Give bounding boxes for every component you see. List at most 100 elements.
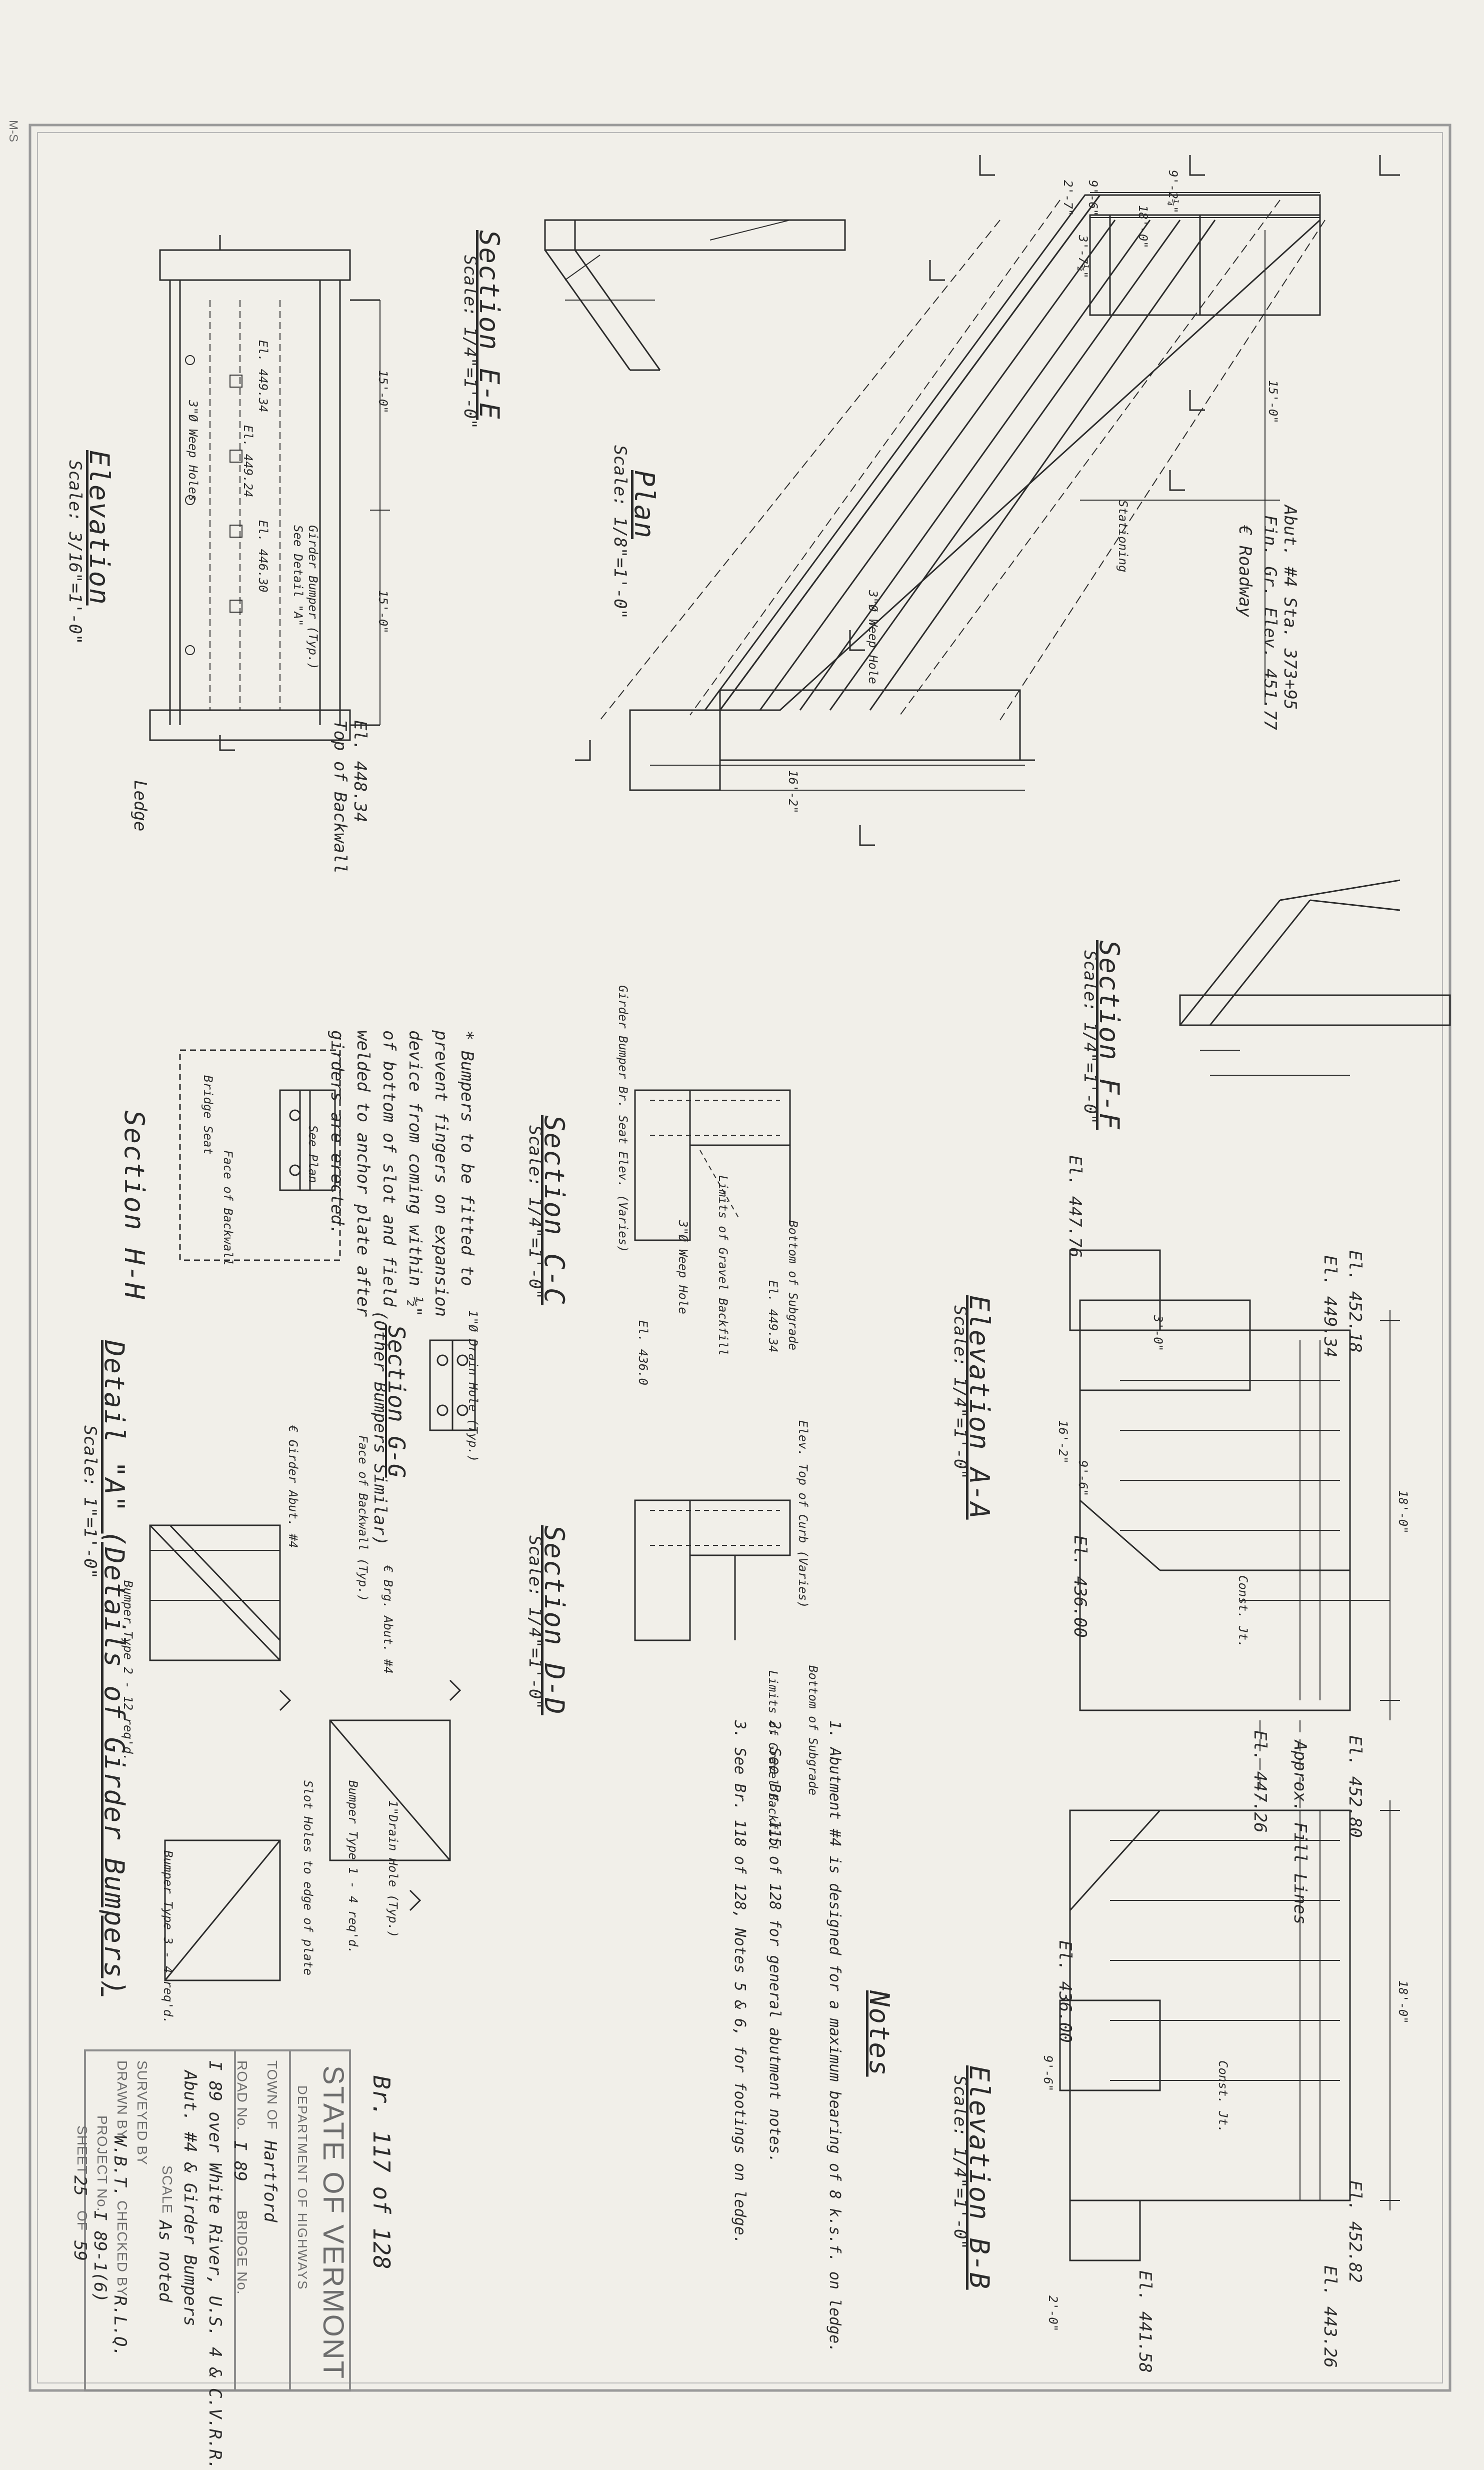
elevation-bb-drawing	[1059, 1800, 1400, 2261]
plan-fin-grade: Fin. Gr. Elev. 451.77	[1260, 515, 1280, 730]
bridge-label: BRIDGE No.	[234, 2210, 250, 2295]
cc-bottom-subgrade: Bottom of Subgrade	[786, 1220, 800, 1351]
elev-el-448-34: El. 448.34	[350, 720, 370, 823]
bb-el-447-26: El. 447.26	[1250, 1730, 1270, 1833]
plan-dim-9-6: 9'-6"	[1086, 180, 1100, 217]
elevation-bb-scale: Scale: 1/4"=1'-0"	[950, 2075, 970, 2249]
plan-dim-15-0: 15'-0"	[1266, 380, 1280, 424]
elevation-drawing	[149, 235, 390, 751]
title-block-frame	[84, 2049, 351, 2391]
project-label: PROJECT No.	[94, 2115, 110, 2212]
plan-dim-2-7: 2'-7"	[1061, 180, 1075, 217]
elev-dim-15b: 15'-0"	[376, 590, 390, 634]
scale-label: SCALE	[160, 2165, 175, 2214]
approx-fill-lines-label: Approx. Fill Lines	[1290, 1740, 1310, 1925]
bb-dim-9: 9'-6"	[1041, 2055, 1055, 2092]
drawn-label: DRAWN BY	[114, 2060, 130, 2139]
aa-el-449-34: El. 449.34	[1320, 1255, 1340, 1358]
surveyed-label: SURVEYED BY	[134, 2060, 150, 2165]
detail-bumper-type2: Bumper Type 2 - 12 req'd.	[121, 1580, 135, 1761]
section-cc-drawing	[634, 1089, 791, 1241]
note-1: 1. Abutment #4 is designed for a maximum…	[826, 1720, 844, 2353]
aa-dim-18: 18'-0"	[1396, 1490, 1410, 1534]
elev-girder-bumper: Girder Bumper (Typ.)	[306, 525, 320, 670]
bb-el-452-82: El. 452.82	[1345, 2180, 1365, 2283]
sheet-ref: Br. 117 of 128	[368, 2075, 395, 2269]
hh-see-plan: See Plan	[306, 1125, 320, 1183]
section-dd-scale: Scale: 1/4"=1'-0"	[525, 1535, 545, 1709]
cc-el-449-34: El. 449.34	[766, 1280, 780, 1353]
elev-see-detail: See Detail "A"	[291, 525, 305, 627]
bb-const-jt: Const. Jt.	[1216, 2060, 1230, 2133]
aa-const-jt: Const. Jt.	[1236, 1575, 1250, 1648]
elev-dim-15a: 15'-0"	[376, 370, 390, 414]
cc-weep: 3"Ø Weep Hole	[676, 1220, 690, 1314]
elevation-aa-drawing	[1069, 1249, 1400, 1720]
drawn-value: W.B.T.	[110, 2135, 130, 2197]
detail-drain-hole: 1"Drain Hole (Typ.)	[386, 1800, 400, 1938]
cc-el-436: El. 436.0	[636, 1320, 650, 1386]
elev-weep-holes: 3"Ø Weep Holes	[186, 400, 200, 502]
section-gg-drawing	[429, 1339, 476, 1431]
corner-mark: M-S	[6, 120, 20, 142]
project-value: I 89-1(6)	[90, 2210, 110, 2303]
elevation-title: Elevation	[84, 450, 115, 606]
aa-el-452-18: El. 452.18	[1345, 1250, 1365, 1353]
plan-dim-18-0: 18'-0"	[1136, 205, 1150, 249]
section-ee-drawing	[544, 219, 846, 371]
department-title: DEPARTMENT OF HIGHWAYS	[295, 2085, 310, 2290]
detail-bearing: € Brg. Abut. #4	[381, 1565, 395, 1674]
of-value: 59	[70, 2240, 90, 2261]
bumper-note: * Bumpers to be fitted to prevent finger…	[327, 1030, 477, 1317]
section-ee-scale: Scale: 1/4"=1'-0"	[460, 255, 480, 429]
elev-el-449-24: El. 449.24	[241, 425, 255, 498]
plan-dim-16-2: 16'-2"	[786, 770, 800, 814]
section-dd-drawing	[634, 1499, 791, 1641]
of-label: OF	[74, 2210, 90, 2231]
town-label: TOWN OF	[264, 2060, 280, 2130]
elev-ledge: Ledge	[130, 780, 150, 832]
aa-el-447-76: El. 447.76	[1065, 1155, 1085, 1258]
elev-el-446-30: El. 446.30	[256, 520, 270, 593]
note-2: 2. See Br. 115 of 128 for general abutme…	[766, 1720, 784, 2163]
cc-limits-gravel: Limits of Gravel Backfill	[716, 1175, 730, 1356]
plan-drawing	[575, 155, 1400, 846]
sheet-inner-border	[37, 132, 1443, 2383]
dd-elev-top-curb: Elev. Top of Curb (Varies)	[796, 1420, 810, 1608]
dd-bottom-subgrade: Bottom of Subgrade	[806, 1665, 820, 1796]
hh-bridge-seat: Bridge Seat	[201, 1075, 215, 1155]
detail-bumper-type3: Bumper Type 3 - 4 req'd.	[161, 1850, 175, 2024]
sheet-label: SHEET	[74, 2125, 90, 2175]
state-title: STATE OF VERMONT	[317, 2065, 350, 2380]
road-value: I 89	[230, 2140, 250, 2181]
section-cc-scale: Scale: 1/4"=1'-0"	[525, 1125, 545, 1299]
plan-scale: Scale: 1/8"=1'-0"	[610, 445, 630, 619]
bb-el-443-26: El. 443.26	[1320, 2265, 1340, 2368]
section-ff-drawing	[1179, 879, 1451, 1076]
plan-weep-hole: 3"Ø Weep Hole	[866, 590, 880, 684]
plan-abut-station: Abut. #4 Sta. 373+95	[1280, 505, 1300, 710]
approx-fill-lines	[1260, 1720, 1300, 1810]
checked-value: R.L.Q.	[110, 2295, 130, 2357]
aa-dim-16: 16'-2"	[1056, 1420, 1070, 1464]
elev-top-backwall: Top of Backwall	[330, 720, 350, 874]
detail-slot-holes: Slot Holes to edge of plate	[301, 1780, 315, 1976]
section-hh-drawing	[179, 1049, 341, 1261]
detail-face-backwall: Face of Backwall (Typ.)	[356, 1435, 370, 1602]
bb-el-441-58: El. 441.58	[1135, 2270, 1155, 2373]
plan-dim-3-7: 3'-7½"	[1076, 235, 1090, 279]
checked-label: CHECKED BY	[114, 2200, 130, 2297]
detail-a-drawing	[149, 1524, 462, 1981]
notes-heading: Notes	[864, 1990, 895, 2077]
aa-el-436: El. 436.00	[1070, 1535, 1090, 1638]
hh-face-backwall: Face of Backwall	[221, 1150, 235, 1266]
bb-el-452-80: El. 452.80	[1345, 1735, 1365, 1838]
plan-stationing: Stationing	[1116, 500, 1130, 573]
gg-drain-hole: 1"Ø Drain Hole (Typ.)	[466, 1310, 480, 1462]
scale-value: As noted	[155, 2220, 175, 2302]
plan-dim-9-2: 9'-2¼"	[1166, 170, 1180, 214]
plan-title: Plan	[628, 470, 660, 540]
sheet-border	[28, 124, 1452, 2392]
section-hh-title: Section H-H	[118, 1110, 150, 1300]
